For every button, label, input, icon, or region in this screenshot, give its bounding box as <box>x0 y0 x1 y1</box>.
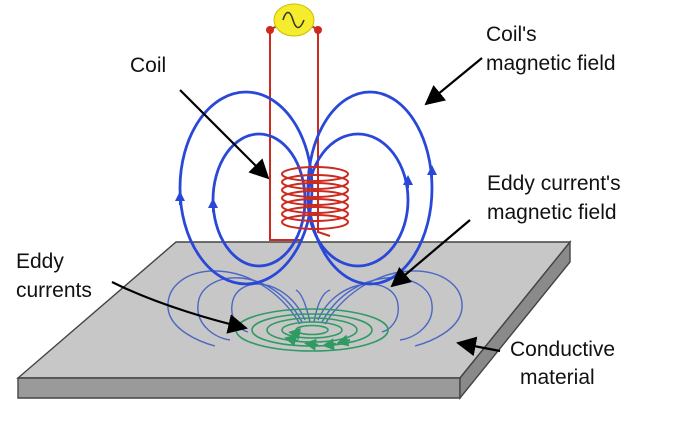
lead-terminal-right <box>314 26 322 34</box>
eddy-currents-pointer-arrow <box>111 281 248 334</box>
label-eddy-currents-line1: Eddy <box>16 250 64 273</box>
label-coil: Coil <box>130 54 166 77</box>
coil-turn <box>281 190 349 206</box>
label-eddy-field-line1: Eddy current's <box>487 172 621 195</box>
sine-wave-icon <box>282 11 305 29</box>
label-coil-field-line2: magnetic field <box>486 52 616 75</box>
conductive-plate <box>16 240 572 400</box>
coil-turn <box>281 182 349 198</box>
ac-source-icon <box>273 3 315 37</box>
plate-front-face <box>17 377 461 399</box>
coil-turn <box>281 174 349 190</box>
coil-turn <box>281 166 349 182</box>
label-coil-field-line1: Coil's <box>486 23 537 46</box>
coil-turn <box>281 198 349 214</box>
coil-pointer-arrow <box>179 89 270 180</box>
label-material-line1: Conductive <box>510 338 615 361</box>
coil-turn <box>281 206 349 222</box>
label-eddy-currents-line2: currents <box>16 279 92 302</box>
plate-side-face <box>459 240 571 400</box>
coil-turn <box>281 214 349 230</box>
label-material-line2: material <box>520 366 595 389</box>
pointer-arrows <box>111 57 501 357</box>
coil <box>281 166 349 230</box>
lead-terminal-left <box>266 26 274 34</box>
label-eddy-field-line2: magnetic field <box>487 201 617 224</box>
coil-field-pointer-arrow <box>424 57 483 106</box>
eddy-field-pointer-arrow <box>390 219 471 288</box>
material-pointer-arrow <box>456 336 501 357</box>
labels: Coil Coil's magnetic field Eddy current'… <box>16 23 621 389</box>
eddy-ring <box>281 321 343 339</box>
